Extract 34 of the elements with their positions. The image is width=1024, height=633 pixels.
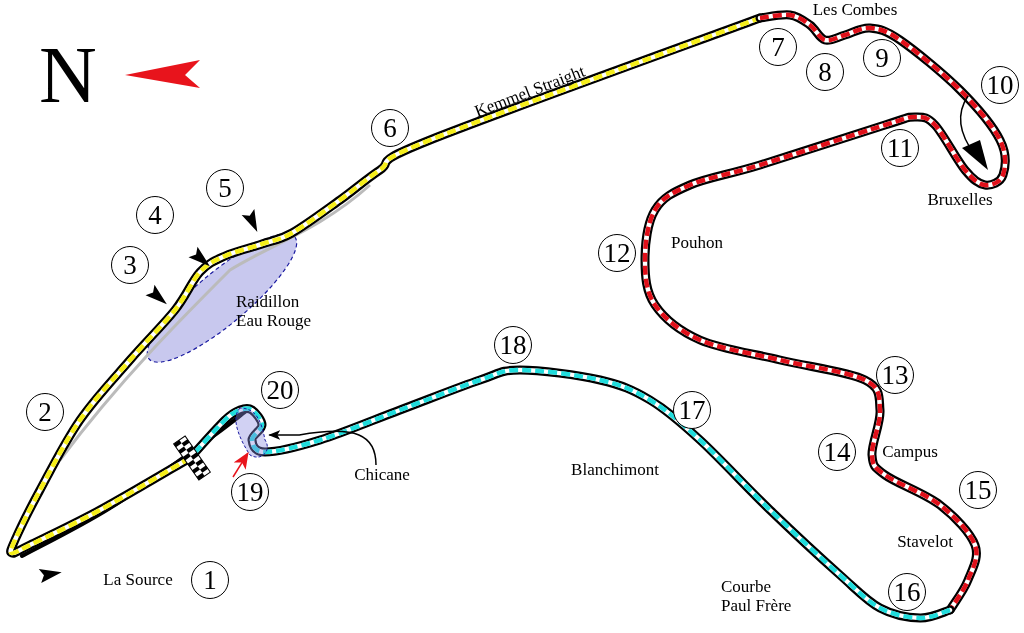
corner-name: Les Combes: [812, 0, 898, 20]
corner-name: La Source: [103, 570, 173, 590]
leader-line: [268, 430, 377, 466]
turn-number-circle: 18: [494, 326, 532, 364]
turn-number-circle: 19: [231, 473, 269, 511]
corner-name: Raidillon Eau Rouge: [236, 293, 313, 331]
turn-number-circle: 1: [191, 561, 229, 599]
turn-number-circle: 15: [959, 471, 997, 509]
turn-number-circle: 16: [888, 573, 926, 611]
corner-name: Chicane: [354, 465, 410, 485]
turn-number-circle: 8: [806, 53, 844, 91]
north-letter: N: [39, 31, 97, 119]
corner-name: Blanchimont: [571, 460, 659, 480]
arrow: [232, 451, 249, 478]
turn-number-circle: 3: [111, 246, 149, 284]
turn-number-circle: 10: [981, 66, 1019, 104]
turn-number-circle: 13: [876, 356, 914, 394]
turn-number-circle: 2: [26, 393, 64, 431]
turn-number-circle: 11: [881, 129, 919, 167]
turn-number-circle: 9: [863, 39, 901, 77]
turn-number-circle: 4: [136, 196, 174, 234]
corner-name: Courbe Paul Frère: [721, 578, 793, 616]
turn-number-circle: 20: [261, 371, 299, 409]
turn-number-circle: 14: [818, 433, 856, 471]
turn-number-circle: 17: [673, 391, 711, 429]
corner-name: Pouhon: [671, 233, 723, 253]
chicane-highlight: [235, 407, 268, 458]
corner-name: Campus: [882, 442, 938, 462]
turn-number-circle: 7: [759, 28, 797, 66]
corner-name: Bruxelles: [927, 190, 993, 210]
turn-number-circle: 12: [598, 234, 636, 272]
corner-name: Stavelot: [897, 532, 953, 552]
turn-number-circle: 5: [206, 169, 244, 207]
turn-number-circle: 6: [371, 109, 409, 147]
